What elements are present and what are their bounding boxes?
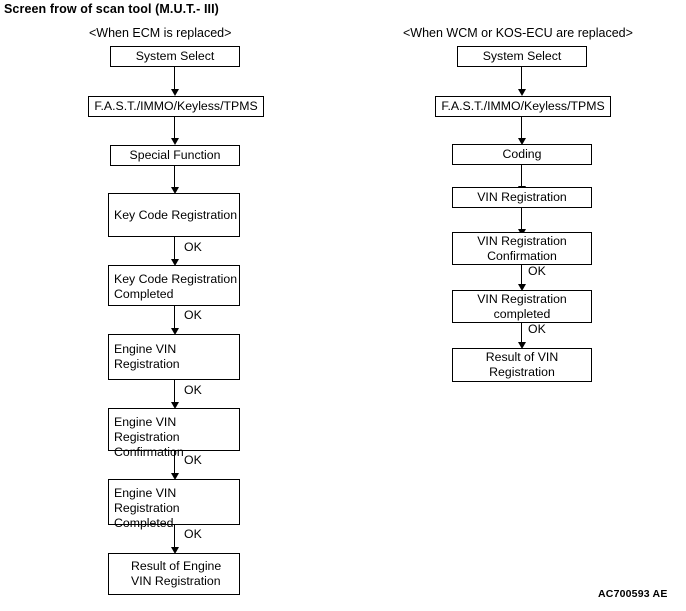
node-label: VIN Registration	[477, 190, 567, 204]
node-label: Key Code Registration Completed	[114, 272, 238, 301]
node-label: Key Code Registration	[114, 207, 238, 222]
connector-ecm-3	[174, 166, 176, 189]
arrowhead-ecm-1	[170, 89, 179, 96]
node-wcm-system-select[interactable]: System Select	[457, 46, 587, 67]
node-label: Result of VIN Registration	[485, 350, 559, 379]
transition-label-ecm-ok-1: OK	[184, 240, 202, 254]
node-wcm-vin-registration-confirmation[interactable]: VIN Registration Confirmation	[452, 232, 592, 265]
page-title: Screen frow of scan tool (M.U.T.- III)	[4, 2, 219, 16]
connector-wcm-5	[521, 265, 523, 286]
node-wcm-vin-registration-completed[interactable]: VIN Registration completed	[452, 290, 592, 323]
node-ecm-result-of-engine-vin-registration[interactable]: Result of Engine VIN Registration	[108, 553, 240, 595]
arrowhead-wcm-5	[517, 284, 526, 291]
column-heading-wcm: <When WCM or KOS-ECU are replaced>	[403, 26, 633, 40]
connector-ecm-4	[174, 237, 176, 261]
connector-ecm-8	[174, 525, 176, 549]
arrowhead-ecm-3	[170, 187, 179, 194]
transition-label-wcm-ok-1: OK	[528, 264, 546, 278]
connector-wcm-4	[521, 208, 523, 231]
connector-ecm-2	[174, 117, 176, 140]
arrowhead-ecm-7	[170, 473, 179, 480]
connector-ecm-1	[174, 67, 176, 91]
transition-label-ecm-ok-3: OK	[184, 383, 202, 397]
node-label: VIN Registration Confirmation	[477, 233, 567, 263]
arrowhead-ecm-2	[170, 138, 179, 145]
transition-label-ecm-ok-5: OK	[184, 527, 202, 541]
node-label: Result of Engine VIN Registration	[131, 559, 222, 588]
column-heading-ecm: <When ECM is replaced>	[89, 26, 232, 40]
node-wcm-vin-registration[interactable]: VIN Registration	[452, 187, 592, 208]
node-wcm-coding[interactable]: Coding	[452, 144, 592, 165]
node-label: System Select	[482, 49, 562, 63]
node-ecm-key-code-registration-completed[interactable]: Key Code Registration Completed	[108, 265, 240, 306]
node-ecm-system-select[interactable]: System Select	[110, 46, 240, 67]
connector-wcm-3	[521, 165, 523, 188]
connector-ecm-6	[174, 380, 176, 404]
node-label: F.A.S.T./IMMO/Keyless/TPMS	[441, 99, 605, 113]
connector-ecm-7	[174, 451, 176, 475]
arrowhead-wcm-2	[517, 138, 526, 145]
connector-wcm-6	[521, 323, 523, 344]
node-wcm-fast-immo[interactable]: F.A.S.T./IMMO/Keyless/TPMS	[435, 96, 611, 117]
arrowhead-ecm-4	[170, 259, 179, 266]
arrowhead-ecm-6	[170, 402, 179, 409]
node-ecm-engine-vin-registration-completed[interactable]: Engine VIN Registration Completed	[108, 479, 240, 530]
node-wcm-result-of-vin-registration[interactable]: Result of VIN Registration	[452, 348, 592, 382]
arrowhead-ecm-5	[170, 328, 179, 335]
node-label: Engine VIN Registration	[114, 342, 180, 371]
node-label: Coding	[502, 147, 542, 161]
node-label: Engine VIN Registration Completed	[114, 486, 180, 530]
arrowhead-ecm-8	[170, 547, 179, 554]
transition-label-wcm-ok-2: OK	[528, 322, 546, 336]
connector-ecm-5	[174, 306, 176, 330]
arrowhead-wcm-6	[517, 342, 526, 349]
transition-label-ecm-ok-4: OK	[184, 453, 202, 467]
transition-label-ecm-ok-2: OK	[184, 308, 202, 322]
connector-wcm-2	[521, 117, 523, 140]
node-ecm-engine-vin-registration[interactable]: Engine VIN Registration	[108, 334, 240, 380]
node-label: F.A.S.T./IMMO/Keyless/TPMS	[94, 99, 258, 113]
node-ecm-engine-vin-registration-confirmation[interactable]: Engine VIN Registration Confirmation	[108, 408, 240, 459]
figure-code: AC700593 AE	[598, 588, 668, 600]
node-ecm-special-function[interactable]: Special Function	[110, 145, 240, 166]
node-ecm-fast-immo[interactable]: F.A.S.T./IMMO/Keyless/TPMS	[88, 96, 264, 117]
connector-wcm-1	[521, 67, 523, 91]
node-label: System Select	[135, 49, 215, 63]
node-label: Special Function	[129, 148, 221, 162]
node-ecm-key-code-registration[interactable]: Key Code Registration	[108, 193, 240, 237]
node-label: VIN Registration completed	[477, 291, 567, 321]
arrowhead-wcm-1	[517, 89, 526, 96]
node-label: Engine VIN Registration Confirmation	[114, 415, 184, 459]
